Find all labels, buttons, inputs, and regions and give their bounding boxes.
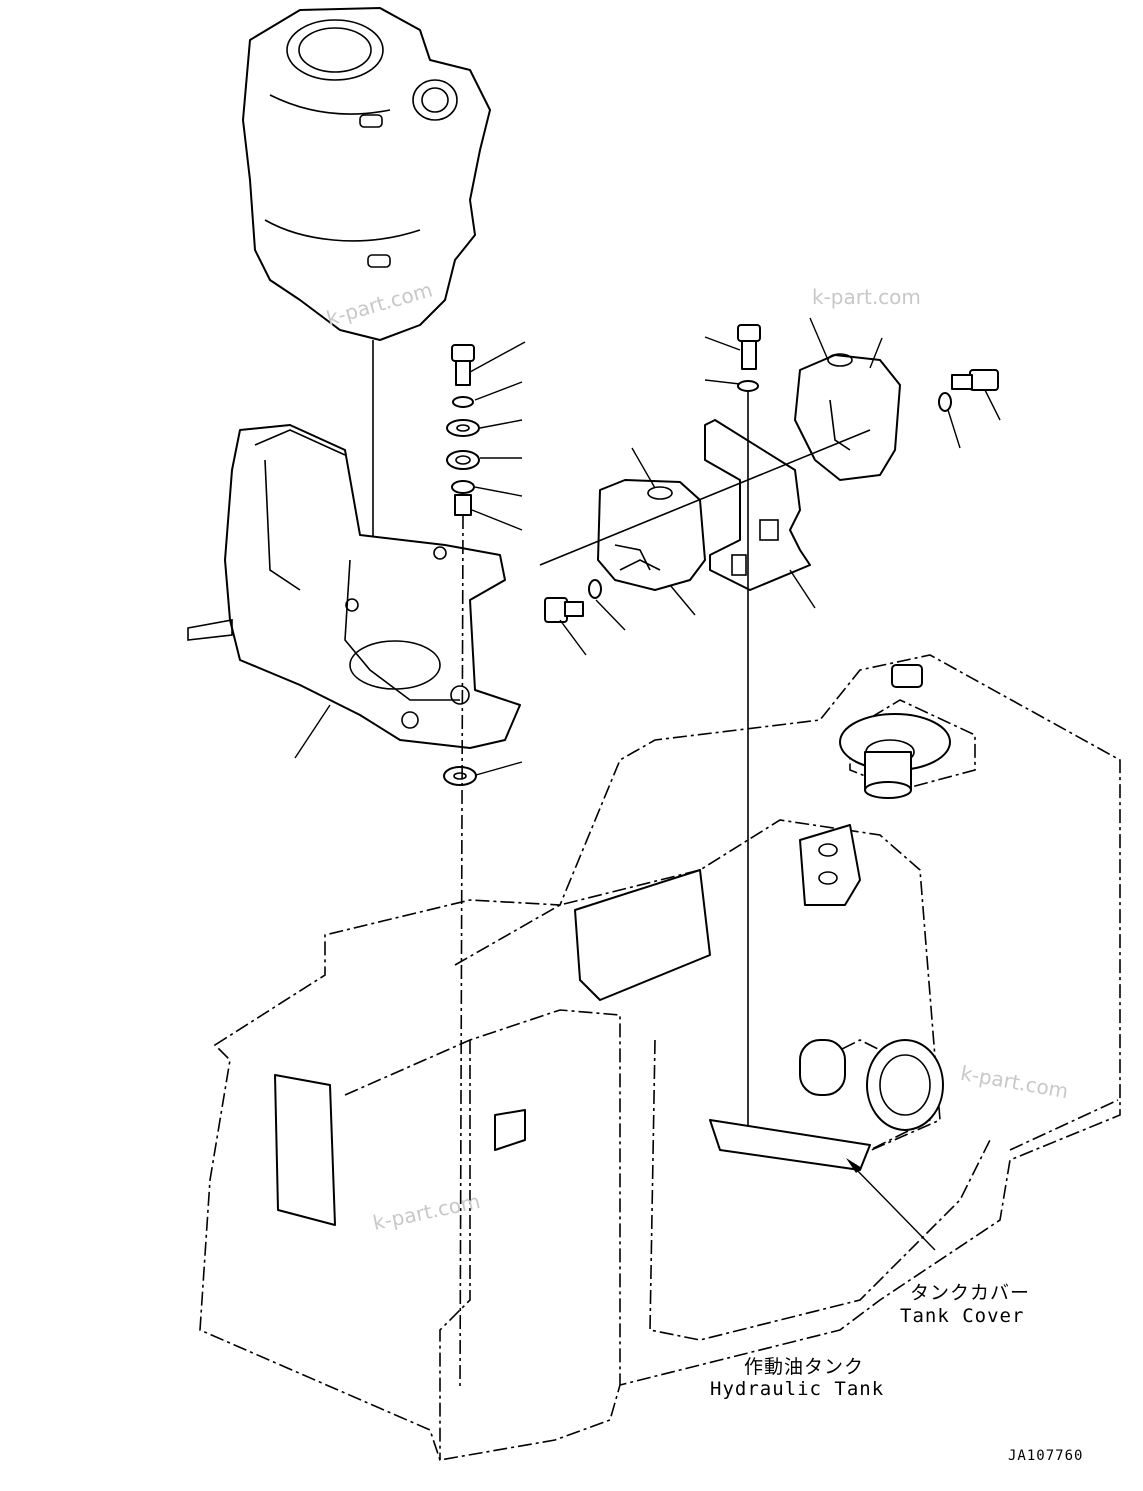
lamp-unit-left — [544, 479, 706, 623]
upper-casting — [242, 7, 491, 341]
cover-plate — [187, 424, 521, 749]
tank-cover-label-jp: タンクカバー — [910, 1282, 1031, 1304]
hydraulic-tank-label-en: Hydraulic Tank — [710, 1378, 885, 1400]
watermark: k-part.com — [812, 285, 921, 309]
hydraulic-tank-label-jp: 作動油タンク — [744, 1356, 865, 1378]
callout-leaders — [294, 317, 1001, 776]
right-bolt-stack — [737, 324, 761, 1130]
frame-details — [274, 664, 951, 1226]
lamp-bracket — [704, 419, 811, 591]
left-bolt-stack — [443, 344, 480, 1391]
drawing-code: JA107760 — [1008, 1448, 1084, 1464]
main-frame — [199, 654, 1121, 1461]
lamp-unit-right — [794, 353, 999, 481]
tank-cover-arrow — [846, 1158, 936, 1251]
tank-cover-label-en: Tank Cover — [900, 1305, 1025, 1327]
